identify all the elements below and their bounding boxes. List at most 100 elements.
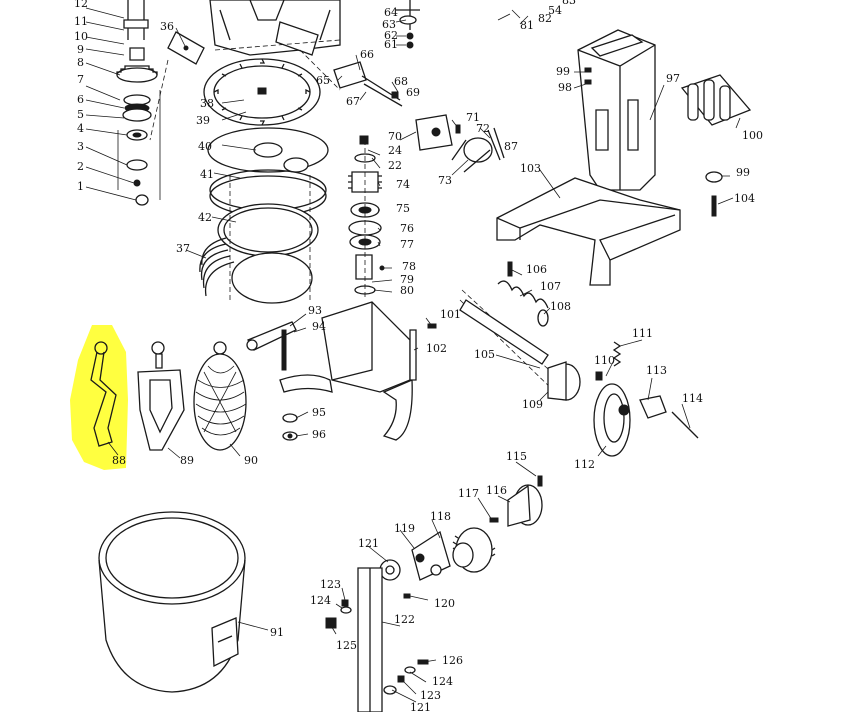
label-117: 117 (458, 487, 479, 500)
label-118: 118 (430, 510, 451, 523)
label-24: 24 (388, 144, 402, 157)
label-111: 111 (632, 327, 653, 340)
label-75: 75 (396, 202, 410, 215)
label-77: 77 (400, 238, 414, 251)
label-101: 101 (440, 308, 461, 321)
flat-beater (137, 341, 185, 451)
label-5: 5 (77, 108, 84, 121)
label-119: 119 (394, 522, 415, 535)
label-103: 103 (520, 162, 541, 175)
label-65: 65 (316, 74, 330, 87)
label-63: 63 (382, 18, 396, 31)
label-104: 104 (734, 192, 755, 205)
label-108: 108 (550, 300, 571, 313)
label-41: 41 (200, 168, 214, 181)
label-64: 64 (384, 6, 398, 19)
label-124-left: 124 (310, 594, 331, 607)
label-66: 66 (360, 48, 374, 61)
label-1: 1 (77, 180, 84, 193)
label-116: 116 (486, 484, 507, 497)
label-93: 93 (308, 304, 322, 317)
label-113: 113 (646, 364, 667, 377)
label-12: 12 (74, 0, 88, 10)
label-4: 4 (77, 122, 84, 135)
label-68: 68 (394, 75, 408, 88)
label-71: 71 (466, 111, 480, 124)
label-72: 72 (476, 122, 490, 135)
label-112: 112 (574, 458, 595, 471)
label-121-top: 121 (358, 537, 379, 550)
label-61: 61 (384, 38, 398, 51)
shaft-gear-stack (85, 0, 161, 206)
label-123-left: 123 (320, 578, 341, 591)
leader-lines (107, 9, 741, 703)
label-9: 9 (77, 43, 84, 56)
lower-gear-train (325, 475, 543, 712)
label-123-right: 123 (420, 689, 441, 702)
label-121-bottom: 121 (410, 701, 431, 712)
label-88: 88 (112, 454, 126, 467)
label-3: 3 (77, 140, 84, 153)
label-73: 73 (438, 174, 452, 187)
label-120: 120 (434, 597, 455, 610)
label-87: 87 (504, 140, 518, 153)
label-79: 79 (400, 273, 414, 286)
label-102: 102 (426, 342, 447, 355)
label-42: 42 (198, 211, 212, 224)
label-40: 40 (198, 140, 212, 153)
label-22: 22 (388, 159, 402, 172)
label-105: 105 (474, 348, 495, 361)
label-107: 107 (540, 280, 561, 293)
label-76: 76 (400, 222, 414, 235)
label-99-top: 99 (556, 65, 570, 78)
label-70: 70 (388, 130, 402, 143)
label-89: 89 (180, 454, 194, 467)
wire-whip (193, 341, 247, 451)
label-125: 125 (336, 639, 357, 652)
label-91: 91 (270, 626, 284, 639)
mixing-bowl (98, 511, 246, 693)
label-8: 8 (77, 56, 84, 69)
label-97: 97 (666, 72, 680, 85)
label-90: 90 (244, 454, 258, 467)
label-94: 94 (312, 320, 326, 333)
label-122: 122 (394, 613, 415, 626)
label-54: 54 (548, 4, 562, 17)
bowl-lift-arm (246, 301, 437, 441)
label-67: 67 (346, 95, 360, 108)
label-11: 11 (74, 15, 88, 28)
label-114: 114 (682, 392, 703, 405)
part-labels: 12 11 10 9 8 7 6 5 4 3 2 1 36 38 39 40 4… (74, 0, 763, 712)
label-38: 38 (200, 97, 214, 110)
label-2: 2 (77, 160, 84, 173)
label-62: 62 (384, 29, 398, 42)
label-98: 98 (558, 81, 572, 94)
label-99-right: 99 (736, 166, 750, 179)
label-96: 96 (312, 428, 326, 441)
label-6: 6 (77, 93, 84, 106)
top-housing-assembly (149, 0, 341, 304)
label-106: 106 (526, 263, 547, 276)
label-115: 115 (506, 450, 527, 463)
label-80: 80 (400, 284, 414, 297)
label-36: 36 (160, 20, 174, 33)
label-39: 39 (196, 114, 210, 127)
label-82: 82 (538, 12, 552, 25)
label-109: 109 (522, 398, 543, 411)
label-74: 74 (396, 178, 410, 191)
label-37: 37 (176, 242, 190, 255)
label-124-right: 124 (432, 675, 453, 688)
label-95: 95 (312, 406, 326, 419)
label-7: 7 (77, 73, 84, 86)
label-100: 100 (742, 129, 763, 142)
drive-gear-chain (333, 0, 505, 300)
dough-hook (90, 341, 117, 447)
highlight-dough-hook (70, 325, 128, 470)
label-81: 81 (520, 19, 534, 32)
label-83: 83 (562, 0, 576, 7)
lift-mechanism (459, 261, 699, 457)
label-78: 78 (402, 260, 416, 273)
label-126: 126 (442, 654, 463, 667)
label-110: 110 (594, 354, 615, 367)
